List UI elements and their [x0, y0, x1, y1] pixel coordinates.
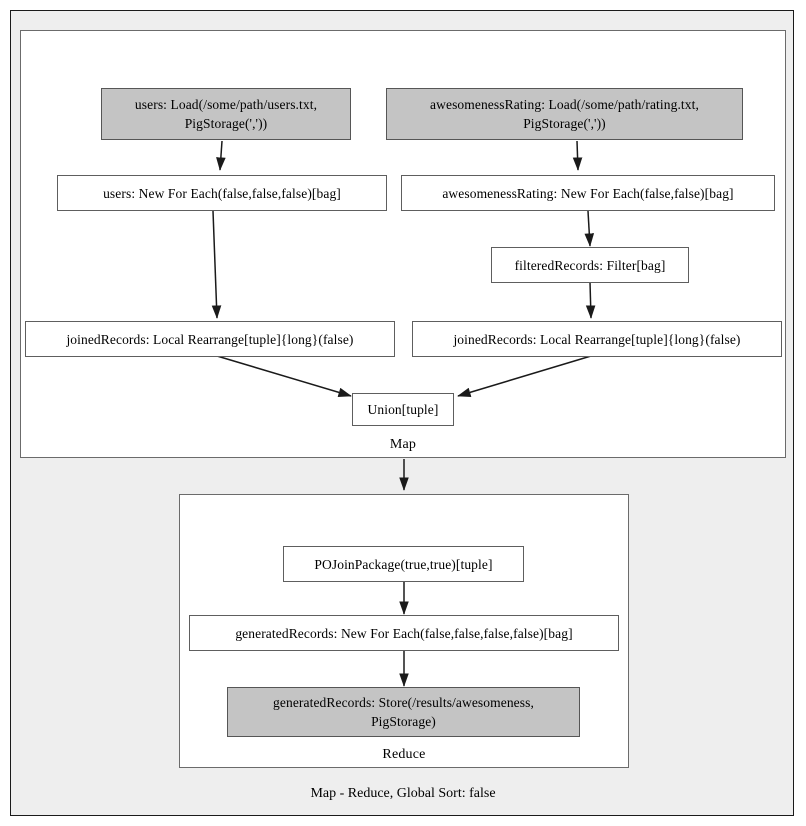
node-join-package[interactable]: POJoinPackage(true,true)[tuple] [283, 546, 524, 582]
node-generated-records-store[interactable]: generatedRecords: Store(/results/awesome… [227, 687, 580, 737]
map-cluster-label: Map [389, 437, 417, 452]
node-filtered-records[interactable]: filteredRecords: Filter[bag] [491, 247, 689, 283]
node-rating-load[interactable]: awesomenessRating: Load(/some/path/ratin… [386, 88, 743, 140]
node-generated-records-foreach[interactable]: generatedRecords: New For Each(false,fal… [189, 615, 619, 651]
node-joined-records-right[interactable]: joinedRecords: Local Rearrange[tuple]{lo… [412, 321, 782, 357]
node-users-load[interactable]: users: Load(/some/path/users.txt, PigSto… [101, 88, 351, 140]
node-joined-records-left[interactable]: joinedRecords: Local Rearrange[tuple]{lo… [25, 321, 395, 357]
node-union[interactable]: Union[tuple] [352, 393, 454, 426]
node-rating-foreach[interactable]: awesomenessRating: New For Each(false,fa… [401, 175, 775, 211]
diagram-caption: Map - Reduce, Global Sort: false [310, 786, 496, 801]
node-users-foreach[interactable]: users: New For Each(false,false,false)[b… [57, 175, 387, 211]
reduce-cluster-label: Reduce [382, 747, 426, 762]
